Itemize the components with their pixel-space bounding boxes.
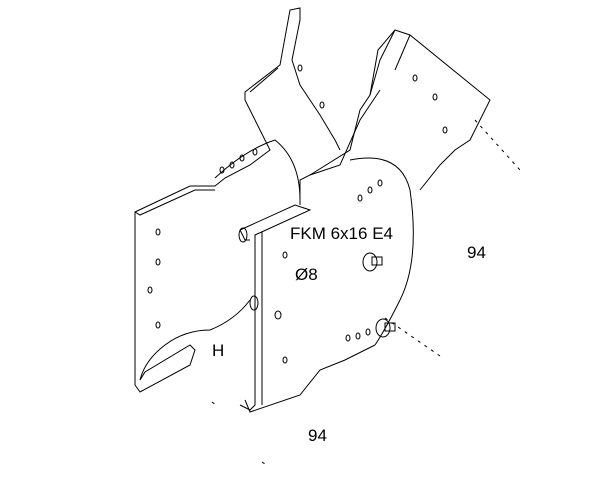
width-right-label: 94 xyxy=(467,243,486,262)
right-bracket xyxy=(239,29,491,413)
left-bracket xyxy=(134,7,341,393)
bolt-icon xyxy=(362,252,396,338)
hole-diameter-label: Ø8 xyxy=(295,265,318,284)
bolt-label: FKM 6x16 E4 xyxy=(290,224,393,243)
height-label: H xyxy=(212,341,225,360)
dimension-lines xyxy=(211,119,521,467)
width-bottom-label: 94 xyxy=(308,426,327,445)
mounting-holes xyxy=(147,64,448,364)
